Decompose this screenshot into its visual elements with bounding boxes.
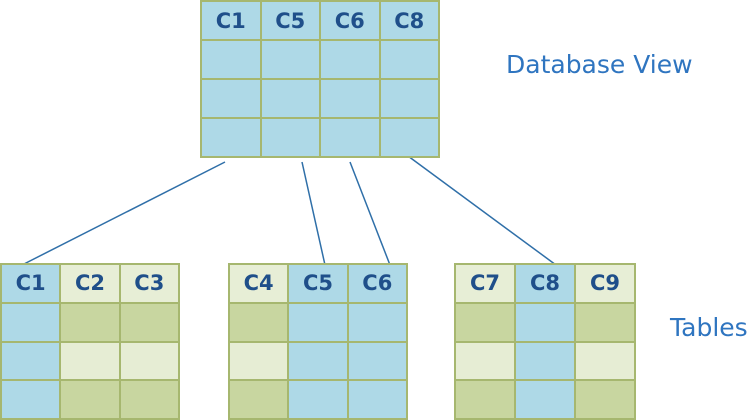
table-cell xyxy=(61,303,119,341)
table-cell xyxy=(289,381,347,418)
table-cell xyxy=(516,381,574,418)
table-cell xyxy=(456,381,514,418)
view-column-header: C5 xyxy=(261,2,319,39)
table-cell xyxy=(2,303,60,341)
table-column-header: C7 xyxy=(456,265,514,302)
table-column-header: C8 xyxy=(516,265,574,302)
view-cell xyxy=(261,80,319,117)
view-cell xyxy=(261,41,319,78)
view-column-header: C8 xyxy=(380,2,438,39)
table-cell xyxy=(456,342,514,380)
view-cell xyxy=(202,80,260,117)
table-cell xyxy=(230,381,288,418)
table-cell xyxy=(289,342,347,380)
table-cell xyxy=(120,381,178,418)
view-cell xyxy=(202,119,260,156)
view-cell xyxy=(380,119,438,156)
view-cell xyxy=(380,80,438,117)
table-cell xyxy=(576,342,634,380)
table-cell xyxy=(456,303,514,341)
table-cell xyxy=(61,342,119,380)
view-cell xyxy=(321,41,379,78)
connector-view-to-table1 xyxy=(21,161,226,266)
connector-view-to-table2-c5 xyxy=(301,161,326,266)
view-cell xyxy=(202,41,260,78)
table-cell xyxy=(120,342,178,380)
view-cell xyxy=(321,80,379,117)
table-cell xyxy=(289,303,347,341)
table-cell xyxy=(348,381,406,418)
table-cell xyxy=(61,381,119,418)
table-column-header: C5 xyxy=(289,265,347,302)
table-cell xyxy=(2,342,60,380)
table-cell xyxy=(2,381,60,418)
view-cell xyxy=(380,41,438,78)
table-column-header: C1 xyxy=(2,265,60,302)
connector-view-to-table2-c6 xyxy=(349,161,391,266)
table-cell xyxy=(576,381,634,418)
database-view-label: Database View xyxy=(506,50,693,79)
table-cell xyxy=(120,303,178,341)
table-cell xyxy=(230,303,288,341)
table-column-header: C3 xyxy=(120,265,178,302)
table-cell xyxy=(516,342,574,380)
table-cell xyxy=(230,342,288,380)
table-cell xyxy=(576,303,634,341)
table-cell xyxy=(516,303,574,341)
view-column-header: C6 xyxy=(321,2,379,39)
view-cell xyxy=(321,119,379,156)
table-column-header: C2 xyxy=(61,265,119,302)
table-column-header: C6 xyxy=(348,265,406,302)
connector-view-to-table3 xyxy=(407,155,557,266)
view-column-header: C1 xyxy=(202,2,260,39)
view-cell xyxy=(261,119,319,156)
table-cell xyxy=(348,303,406,341)
table-column-header: C9 xyxy=(576,265,634,302)
table-column-header: C4 xyxy=(230,265,288,302)
table-cell xyxy=(348,342,406,380)
tables-label: Tables xyxy=(670,313,748,342)
